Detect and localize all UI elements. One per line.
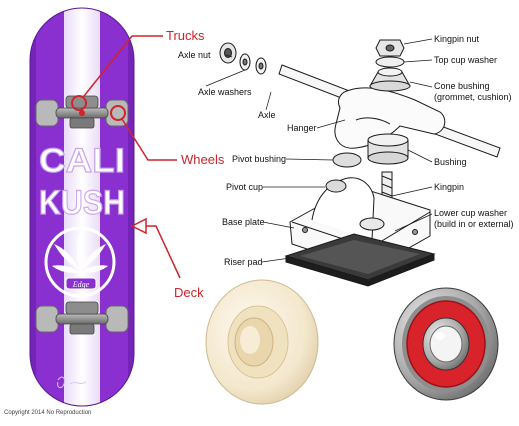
label-base-plate: Base plate — [222, 217, 265, 227]
label-axle-nut: Axle nut — [178, 50, 211, 60]
callout-trucks: Trucks — [71, 28, 205, 111]
cannabis-leaf-emblem: Edge — [44, 226, 116, 298]
label-kingpin-nut: Kingpin nut — [434, 34, 480, 44]
deck-script-logo: Edge — [72, 280, 90, 289]
bushing-drawing — [367, 133, 409, 165]
label-top-cup-washer: Top cup washer — [434, 55, 497, 65]
pivot-cup-drawing — [325, 179, 347, 193]
callout-wheels-label: Wheels — [181, 152, 225, 167]
label-hanger: Hanger — [287, 123, 317, 133]
axle-washer-drawings — [239, 53, 267, 75]
deck-center-stripe — [64, 8, 100, 406]
axle-nut-drawing — [219, 42, 237, 64]
label-lower-cup-washer: Lower cup washer — [434, 208, 507, 218]
label-kingpin: Kingpin — [434, 182, 464, 192]
label-axle-washers: Axle washers — [198, 87, 252, 97]
copyright-notice: Copyright 2014 No Reproduction — [4, 410, 92, 416]
cone-bushing-drawing — [369, 67, 411, 92]
callout-deck: Deck — [130, 217, 204, 300]
label-lower-cup-washer-note: (build in or external) — [434, 219, 514, 229]
deck-brand-line2: KUSH — [39, 184, 125, 222]
deck-top-truck — [35, 95, 129, 129]
deck-brand-line1: CALI — [39, 142, 125, 180]
label-bushing: Bushing — [434, 157, 467, 167]
top-cup-washer-drawing — [375, 56, 405, 68]
leader-lines — [205, 38, 433, 263]
truck-exploded-diagram — [219, 39, 501, 287]
wheel-photo — [205, 279, 319, 405]
callout-deck-label: Deck — [174, 285, 204, 300]
deck-bottom-sketch — [57, 376, 87, 389]
callout-trucks-label: Trucks — [166, 28, 205, 43]
label-pivot-cup: Pivot cup — [226, 182, 263, 192]
label-pivot-bushing: Pivot bushing — [232, 154, 286, 164]
label-axle: Axle — [258, 110, 276, 120]
label-cone-bushing: Cone bushing — [434, 81, 490, 91]
skateboard-deck: CALI KUSH Edge — [29, 7, 135, 407]
pivot-bushing-drawing — [332, 152, 362, 168]
label-riser-pad: Riser pad — [224, 257, 263, 267]
truck-part-labels: Axle nut Axle washers Axle Hanger Pivot … — [178, 34, 514, 267]
riser-pad-drawing — [284, 233, 436, 287]
callout-wheels: Wheels — [110, 105, 225, 167]
bearing-photo — [393, 287, 499, 401]
label-cone-bushing-note: (grommet, cushion) — [434, 92, 512, 102]
deck-bottom-truck — [35, 301, 129, 335]
kingpin-nut-drawing — [375, 39, 405, 57]
